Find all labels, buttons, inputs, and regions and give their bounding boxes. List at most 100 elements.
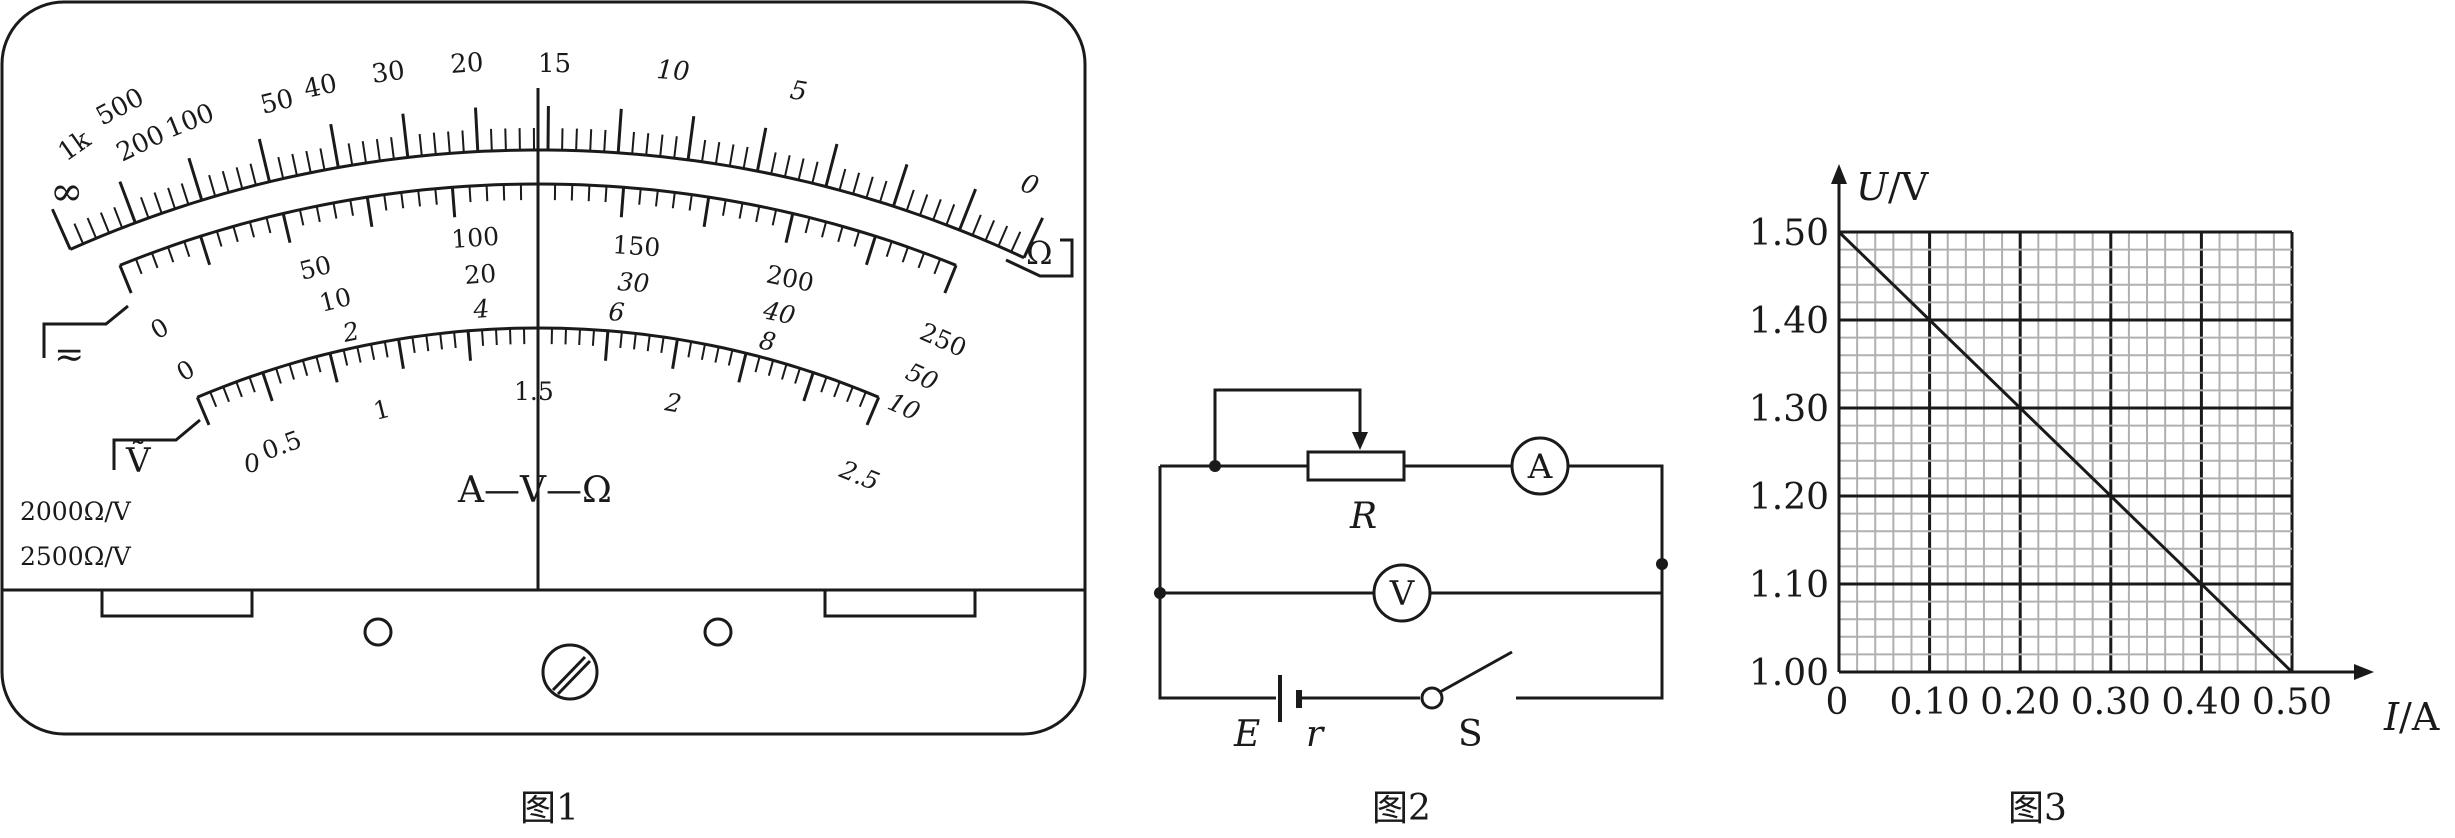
dc-scale-tick: [215, 230, 223, 247]
dc-scale-tick: [570, 184, 574, 201]
ohm-scale-tick: [235, 167, 244, 189]
dc-middle-0: 0: [172, 354, 200, 387]
ac-scale-tick: [781, 363, 788, 380]
ohm-scale-tick: [86, 217, 98, 239]
dc-scale-tick: [417, 190, 421, 207]
dc-scale-tick: [755, 206, 761, 223]
dc-outer-50: 50: [296, 250, 334, 286]
ac-scale-tick: [846, 386, 854, 403]
dc-scale-tick: [933, 258, 942, 275]
ohm-scale-tick: [797, 158, 805, 181]
ohm-scale-tick: [919, 194, 929, 216]
ohm-scale-tick: [447, 131, 451, 154]
dc-scale-tick: [784, 213, 795, 244]
ac-scale-tick: [794, 367, 801, 384]
ac-scale-tick: [466, 330, 472, 361]
dc-scale-tick: [619, 187, 626, 218]
ohm-scale-tick: [865, 176, 874, 199]
dc-scale-tick: [199, 235, 212, 266]
ohm-label-infinity: ∞: [50, 169, 83, 215]
ac-outer-1: 1: [370, 394, 392, 426]
left-terminal-slot: [100, 590, 254, 618]
dc-scale-tick: [150, 252, 159, 269]
ohm-scale-tick: [932, 199, 942, 221]
ohm-scale-tick: [971, 214, 982, 236]
dc-scale-tick: [450, 187, 457, 218]
meter-type-label: A—V—Ω: [457, 470, 612, 511]
dc-scale-tick: [655, 190, 659, 207]
ac-symbol: Ṽ: [125, 441, 152, 481]
dc-outer-250: 250: [916, 317, 971, 363]
ohm-scale-tick: [51, 208, 72, 251]
figure3-caption: 图3: [2008, 788, 2067, 829]
ohm-label-0: 0: [1017, 168, 1043, 202]
rheostat-slider-wire: [1213, 388, 1362, 466]
dc-scale-labels: ≂ 0 50 100 150 200 250 0 10 20 30 40 50 …: [42, 222, 971, 426]
dc-scale-tick: [738, 202, 744, 219]
x-tick-label: 0.10: [1890, 682, 1970, 723]
ac-outer-2: 2: [662, 387, 684, 418]
series-line: [1837, 230, 2294, 674]
dc-scale-tick: [917, 252, 926, 269]
ohm-scale-tick: [347, 143, 354, 166]
ohm-label-20: 20: [449, 48, 484, 80]
ohm-scale-tick: [187, 157, 204, 201]
dc-scale-tick: [281, 213, 292, 244]
ac-scale-tick: [248, 376, 256, 393]
chart-grid: [1837, 230, 2294, 674]
ohm-label-100: 100: [161, 98, 218, 144]
wire-left-lower: [1158, 466, 1276, 700]
multimeter-figure: ∞ 1k 500 200 100 50 40 30 20 15 10 5 0 Ω…: [0, 0, 1087, 829]
ohm-scale-tick: [631, 131, 635, 154]
figure1-caption: 图1: [520, 788, 579, 829]
dc-scale-tick: [771, 209, 778, 226]
ac-scale-tick: [370, 343, 376, 360]
ac-scale-tick: [288, 363, 295, 380]
dc-scale: [118, 182, 958, 294]
ac-scale-tick: [820, 376, 828, 393]
dc-middle-10: 10: [316, 282, 354, 318]
ohm-scale-tick: [673, 136, 678, 159]
ohm-scale-tick: [879, 180, 888, 203]
ohm-scale-tick: [701, 139, 707, 162]
ac-scale-tick: [453, 331, 457, 349]
junction-top: [1209, 460, 1221, 472]
dc-scale-tick: [821, 221, 828, 238]
ohm-scale-tick: [714, 141, 721, 164]
ac-scale-tick: [383, 341, 389, 358]
ac-scale-tick: [195, 396, 211, 426]
ohm-scale-tick: [575, 128, 578, 151]
dc-scale-tick: [248, 221, 255, 238]
dc-scale-tick: [434, 188, 438, 205]
ac-scale-tick: [687, 341, 693, 358]
y-tick-label: 1.20: [1749, 477, 1829, 518]
ohm-scale-tick: [361, 141, 367, 164]
ac-scale-tick: [315, 356, 322, 373]
dc-inner-6: 6: [608, 297, 626, 327]
x-axis-label-text: I: [2383, 695, 2400, 739]
ac-scale-tick: [858, 391, 867, 408]
ac-scale-tick: [564, 328, 567, 345]
ohm-scale-tick: [140, 196, 150, 219]
ac-scale-tick: [591, 329, 595, 346]
ohm-scale-tick: [329, 123, 340, 168]
ac-scale-tick: [671, 338, 679, 370]
ac-scale-tick: [481, 329, 485, 346]
ohm-label-200: 200: [112, 120, 170, 169]
dc-scale-tick: [265, 217, 272, 234]
ac-scale-tick: [235, 381, 243, 398]
ohm-scale-tick: [1010, 231, 1022, 253]
ac-scale-tick: [604, 330, 610, 361]
y-axis-unit: /V: [1888, 165, 1929, 209]
ac-scale-tick: [328, 352, 339, 383]
zero-adjust-screw: [541, 643, 599, 701]
ac-outer-2.5: 2.5: [835, 454, 884, 496]
ac-bracket: [112, 418, 201, 470]
ac-scale-tick: [301, 360, 309, 376]
ohm-scale-tick: [153, 192, 163, 214]
y-tick-label: 1.30: [1749, 389, 1829, 430]
dc-scale-tick: [853, 230, 861, 247]
dc-scale-tick: [688, 194, 693, 211]
